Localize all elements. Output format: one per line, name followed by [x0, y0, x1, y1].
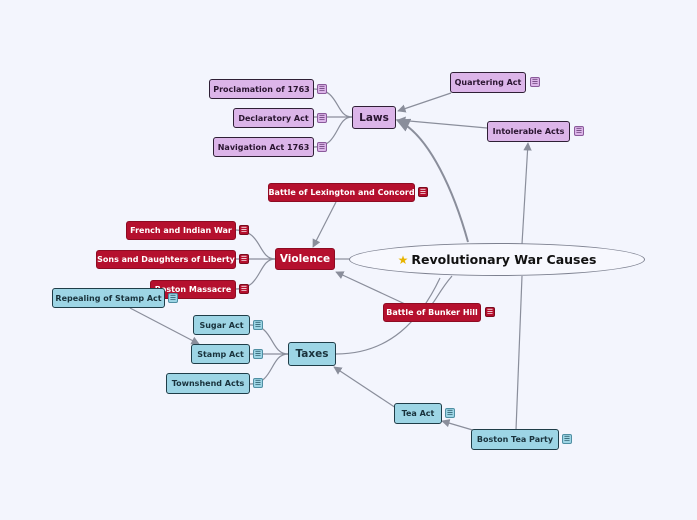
- topic-quartering-act[interactable]: Quartering Act: [450, 72, 526, 93]
- note-icon[interactable]: ☰: [317, 142, 327, 152]
- link-party-tea: [441, 419, 477, 432]
- note-icon[interactable]: ☰: [530, 77, 540, 87]
- note-icon[interactable]: ☰: [485, 307, 495, 317]
- topic-proclamation-of-1763[interactable]: Proclamation of 1763: [209, 79, 314, 99]
- laws-branch[interactable]: Laws: [352, 106, 396, 129]
- note-icon[interactable]: ☰: [239, 225, 249, 235]
- link-lexington-violence: [312, 201, 337, 248]
- note-icon[interactable]: ☰: [239, 284, 249, 294]
- note-icon[interactable]: ☰: [253, 378, 263, 388]
- topic-stamp-act[interactable]: Stamp Act: [191, 344, 250, 364]
- star-icon: ★: [397, 252, 409, 267]
- topic-intolerable-acts[interactable]: Intolerable Acts: [487, 121, 570, 142]
- topic-battle-of-lexington-and-concord[interactable]: Battle of Lexington and Concord: [268, 183, 415, 202]
- laws-label: Laws: [359, 111, 389, 124]
- violence-branch[interactable]: Violence: [275, 248, 335, 270]
- note-icon[interactable]: ☰: [418, 187, 428, 197]
- central-topic[interactable]: ★ Revolutionary War Causes: [349, 243, 645, 276]
- topic-french-and-indian-war[interactable]: French and Indian War: [126, 221, 236, 240]
- link-central-party: [515, 275, 523, 431]
- taxes-branch[interactable]: Taxes: [288, 342, 336, 366]
- topic-townshend-acts[interactable]: Townshend Acts: [166, 373, 250, 394]
- topic-sugar-act[interactable]: Sugar Act: [193, 315, 250, 335]
- topic-boston-tea-party[interactable]: Boston Tea Party: [471, 429, 559, 450]
- link-central-laws: [395, 118, 469, 243]
- link-central-taxes: [335, 277, 441, 355]
- link-intolerable-laws: [397, 116, 488, 129]
- note-icon[interactable]: ☰: [239, 254, 249, 264]
- topic-repealing-of-stamp-act[interactable]: Repealing of Stamp Act: [52, 288, 165, 308]
- note-icon[interactable]: ☰: [317, 113, 327, 123]
- topic-declaratory-act[interactable]: Declaratory Act: [233, 108, 314, 128]
- note-icon[interactable]: ☰: [317, 84, 327, 94]
- note-icon[interactable]: ☰: [562, 434, 572, 444]
- note-icon[interactable]: ☰: [253, 349, 263, 359]
- topic-sons-and-daughters-of-liberty[interactable]: Sons and Daughters of Liberty: [96, 250, 236, 269]
- note-icon[interactable]: ☰: [574, 126, 584, 136]
- link-quartering-laws: [397, 92, 452, 113]
- link-central-bunker: [431, 275, 453, 305]
- topic-tea-act[interactable]: Tea Act: [394, 403, 442, 424]
- violence-label: Violence: [279, 253, 331, 265]
- topic-battle-of-bunker-hill[interactable]: Battle of Bunker Hill: [383, 303, 481, 322]
- note-icon[interactable]: ☰: [168, 293, 178, 303]
- note-icon[interactable]: ☰: [253, 320, 263, 330]
- link-bunker-violence: [335, 271, 406, 305]
- link-repealing-stamp: [129, 307, 200, 345]
- note-icon[interactable]: ☰: [445, 408, 455, 418]
- link-tea-taxes: [333, 366, 397, 409]
- taxes-label: Taxes: [295, 348, 329, 360]
- link-central-intolerable: [521, 142, 532, 245]
- central-topic-label: Revolutionary War Causes: [411, 252, 597, 267]
- topic-navigation-act-1763[interactable]: Navigation Act 1763: [213, 137, 314, 157]
